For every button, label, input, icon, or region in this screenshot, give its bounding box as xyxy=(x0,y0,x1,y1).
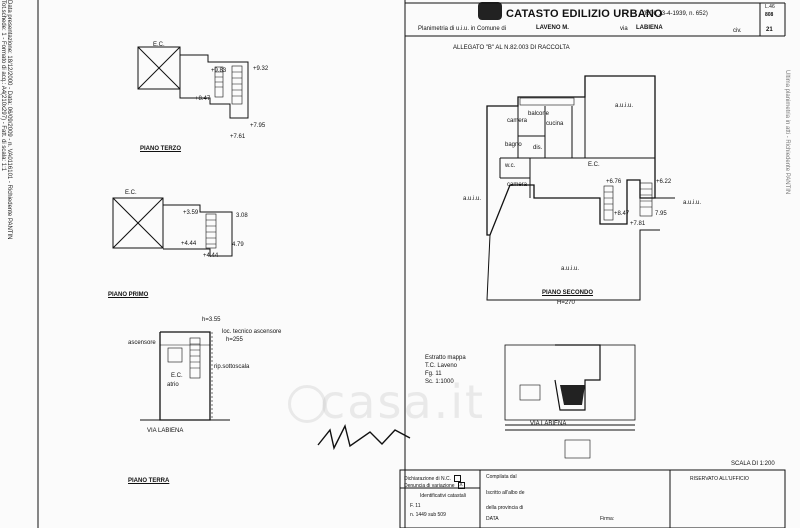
primo-level-3: +4.44 xyxy=(181,241,197,247)
terra-rip: rip.sottoscala xyxy=(214,364,250,370)
floor-height-secondo: H=270 xyxy=(557,300,575,306)
watermark-text: casa.it xyxy=(320,375,486,429)
room-balcone: balcone xyxy=(528,111,550,117)
footer-identificativi: Identificativi catastali xyxy=(420,493,466,499)
footer-iscritto: Iscritto all'albo de xyxy=(486,490,525,496)
primo-level-1: +3.59 xyxy=(183,210,199,216)
lire-num: 808 xyxy=(765,12,774,18)
dichiarazione-checkbox xyxy=(453,475,461,482)
room-camera-1: camera xyxy=(507,118,528,124)
terzo-level-3: +8.47 xyxy=(195,96,211,102)
secondo-level-2: +6.22 xyxy=(656,179,672,185)
footer-compilata: Compilata dal xyxy=(486,474,517,480)
floor-label-terra: PIANO TERRA xyxy=(128,478,170,484)
estratto-scala: Sc. 1:1000 xyxy=(425,379,454,385)
header-title: CATASTO EDILIZIO URBANO xyxy=(506,8,663,20)
room-bagno: bagno xyxy=(505,142,522,148)
footer-foglio: F. 11 xyxy=(410,503,421,509)
civ-label: civ. xyxy=(733,28,742,34)
terra-atrio: atrio xyxy=(167,382,179,388)
denuncia-checkbox: X xyxy=(457,482,465,489)
terra-h1: h=3.55 xyxy=(202,317,221,323)
terra-via: VIA LABIENA xyxy=(147,428,184,434)
header-law: (RDL 13-4-1939, n. 652) xyxy=(643,11,708,17)
lire-code: L.46 xyxy=(765,4,775,10)
room-cucina: cucina xyxy=(546,121,564,127)
terra-h2: h=255 xyxy=(226,337,243,343)
primo-level-4: 4.79 xyxy=(232,242,244,248)
auiu-1: a.u.i.u. xyxy=(615,103,634,109)
terzo-ec: E.C. xyxy=(153,42,165,48)
comune-value: LAVENO M. xyxy=(536,25,569,31)
estratto-title: Estratto mappa xyxy=(425,355,466,361)
via-prefix: via xyxy=(620,26,628,32)
floor-label-secondo: PIANO SECONDO xyxy=(542,290,594,296)
terra-ascensore: ascensore xyxy=(128,340,156,346)
casa-logo-icon xyxy=(288,385,326,423)
estratto-via: VIA LABIENA xyxy=(530,421,567,427)
secondo-ec: E.C. xyxy=(588,162,600,168)
primo-level-2: 3.08 xyxy=(236,213,248,219)
terzo-level-5: +7.61 xyxy=(230,134,246,140)
floor-label-terzo: PIANO TERZO xyxy=(140,146,182,152)
terzo-level-1: +9.83 xyxy=(211,68,227,74)
estratto-foglio: Fg. 11 xyxy=(425,371,442,377)
secondo-level-4: 7.95 xyxy=(655,211,667,217)
primo-level-5: +4.44 xyxy=(203,253,219,259)
footer-riservato: RISERVATO ALL'UFFICIO xyxy=(690,476,749,482)
footer-firma: Firma: xyxy=(600,516,615,522)
room-dis: dis. xyxy=(533,145,543,151)
scale-text: SCALA DI 1:200 xyxy=(731,461,775,467)
footer-data: DATA xyxy=(486,516,499,522)
terra-loc: loc. tecnico ascensore xyxy=(222,329,282,335)
footer-provincia: della provincia di xyxy=(486,505,524,511)
room-camera-2: camera xyxy=(507,182,528,188)
secondo-level-3: +8.47 xyxy=(614,211,630,217)
secondo-level-5: +7.81 xyxy=(630,221,646,227)
room-wc: w.c. xyxy=(505,163,516,169)
planimetria-label: Planimetria di u.i.u. in Comune di xyxy=(418,26,507,32)
auiu-4: a.u.i.u. xyxy=(561,266,580,272)
allegato-text: ALLEGATO "B" AL N.82.003 DI RACCOLTA xyxy=(453,45,570,51)
floor-label-primo: PIANO PRIMO xyxy=(108,292,149,298)
secondo-level-1: +6.76 xyxy=(606,179,622,185)
footer-dichiarazione: Dichiarazione di N.C. xyxy=(404,475,461,482)
auiu-3: a.u.i.u. xyxy=(683,200,702,206)
terra-ec: E.C. xyxy=(171,373,183,379)
terzo-level-4: +7.95 xyxy=(250,123,266,129)
estratto-comune: T.C. Laveno xyxy=(425,363,458,369)
terzo-level-2: +9.32 xyxy=(253,66,269,72)
primo-ec: E.C. xyxy=(125,190,137,196)
emblem-icon xyxy=(478,2,502,20)
auiu-2: a.u.i.u. xyxy=(463,196,482,202)
footer-particella: n. 1449 sub 509 xyxy=(410,512,446,518)
via-value: LABIENA xyxy=(636,25,663,31)
civ-value: 21 xyxy=(766,27,773,33)
